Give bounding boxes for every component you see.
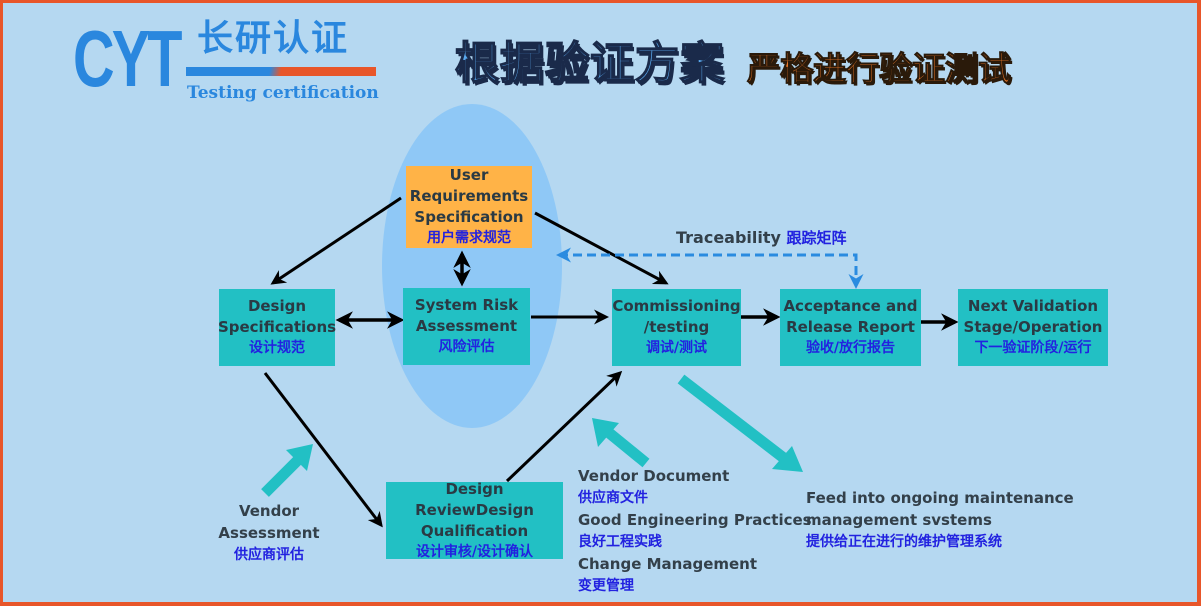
node-system-risk-assessment[interactable]: System Risk Assessment 风险评估 [403, 288, 530, 365]
node-drq-cn: 设计审核/设计确认 [415, 543, 534, 560]
node-ds-cn: 设计规范 [249, 340, 305, 356]
vendor-assessment-en: Vendor Assessment [218, 502, 320, 542]
logo-name-cn: 长研认证 [197, 18, 350, 59]
node-drq-en-1: Design ReviewDesign [415, 479, 534, 519]
input-vendor-document-cn: 供应商文件 [578, 490, 648, 506]
vendor-assessment-arrow [261, 444, 313, 497]
node-ct-en-1: Commissioning [612, 297, 741, 315]
title-main: 根据验证方案 [454, 37, 725, 90]
node-ct-en-2: /testing [643, 318, 710, 336]
node-nvs-en-2: Stage/Operation [963, 318, 1103, 336]
node-arr-cn: 验收/放行报告 [805, 340, 896, 356]
feed-maintenance-label: Feed into ongoing maintenance management… [806, 487, 1074, 553]
node-ds-en-1: Design [247, 297, 307, 315]
edges-layer [261, 196, 959, 528]
node-urs-en-1: User [449, 166, 489, 184]
node-sra-cn: 风险评估 [438, 339, 495, 355]
node-commissioning-testing[interactable]: Commissioning /testing 调试/测试 [612, 289, 741, 366]
node-ct-cn: 调试/测试 [645, 340, 708, 356]
diagram-canvas: CYT 长研认证 Testing certification 根据验证方案 严格… [3, 3, 1197, 602]
feed-maintenance-arrow [677, 374, 803, 472]
node-drq-en-2: Qualification [420, 521, 529, 540]
edge-drq-ct [505, 370, 623, 483]
vendor-assessment-label: Vendor Assessment 供应商评估 [193, 500, 345, 566]
traceability-en: Traceability [676, 228, 781, 247]
feed-en-1: Feed into ongoing maintenance [806, 489, 1074, 507]
input-gep-en: Good Engineering Practices [578, 511, 812, 529]
input-change-management-cn: 变更管理 [578, 578, 634, 594]
node-design-specifications[interactable]: Design Specifications 设计规范 [217, 289, 337, 366]
logo-tagline: Testing certification [187, 83, 379, 103]
node-nvs-en-1: Next Validation [967, 297, 1099, 315]
vendor-document-arrow [592, 418, 650, 468]
traceability-label: Traceability 跟踪矩阵 [676, 227, 847, 249]
inputs-list: Vendor Document 供应商文件 Good Engineering P… [578, 465, 812, 597]
node-sra-en-2: Assessment [415, 317, 518, 335]
traceability-cn: 跟踪矩阵 [786, 229, 847, 247]
node-design-review-qualification[interactable]: Design ReviewDesign Qualification 设计审核/设… [386, 479, 563, 560]
feed-en-2: management svstems [806, 511, 992, 529]
edge-urs-ct [534, 211, 669, 285]
highlight-ellipse [382, 104, 562, 428]
node-sra-en-1: System Risk [414, 296, 519, 314]
vendor-assessment-cn: 供应商评估 [234, 547, 304, 563]
node-ds-en-2: Specifications [217, 318, 337, 336]
input-vendor-document-en: Vendor Document [578, 467, 730, 485]
input-change-management-en: Change Management [578, 555, 758, 573]
node-urs-en-3: Specification [414, 208, 524, 226]
edge-ds-drq [263, 372, 383, 528]
input-gep-cn: 良好工程实践 [578, 534, 662, 550]
node-urs-en-2: Requirements [409, 187, 529, 205]
title-sub: 严格进行验证测试 [747, 49, 1012, 89]
node-arr-en-1: Acceptance and [783, 297, 918, 315]
node-nvs-cn: 下一验证阶段/运行 [974, 340, 1092, 356]
node-arr-en-2: Release Report [786, 318, 915, 336]
logo-abbr: CYT [73, 14, 182, 103]
node-user-requirements-specification[interactable]: User Requirements Specification 用户需求规范 [406, 166, 532, 248]
logo-divider [186, 67, 376, 76]
node-urs-cn: 用户需求规范 [427, 230, 511, 246]
node-acceptance-release-report[interactable]: Acceptance and Release Report 验收/放行报告 [780, 289, 921, 366]
edge-urs-ds [270, 196, 402, 285]
edge-traceability [556, 247, 864, 289]
node-next-validation-stage[interactable]: Next Validation Stage/Operation 下一验证阶段/运… [958, 289, 1108, 366]
feed-cn: 提供给正在进行的维护管理系统 [806, 534, 1002, 550]
